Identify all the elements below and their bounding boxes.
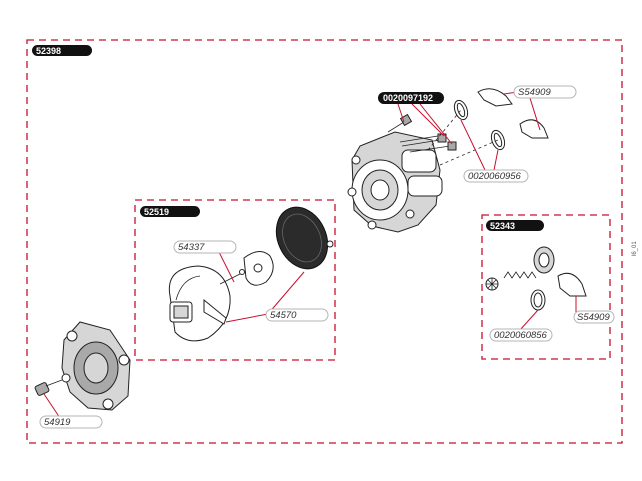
plate-part xyxy=(243,251,274,286)
callout-oring-valve: 0020060856 xyxy=(489,328,553,342)
group-frame-52343 xyxy=(481,214,611,360)
valve-clip-part xyxy=(557,272,587,297)
top-clips-part xyxy=(477,88,549,139)
callout-clip-valve: S54909 xyxy=(573,310,615,324)
callout-diaphragm-parts-label: 54570 xyxy=(270,310,297,321)
callout-oring-valve-label: 0020060856 xyxy=(494,330,548,341)
callout-oring-top: 0020060956 xyxy=(463,169,529,183)
diaphragm-cover-part xyxy=(168,265,231,342)
callout-stem-label: 54337 xyxy=(178,242,205,253)
group-tag-valve-label: 52343 xyxy=(490,221,515,231)
side-code: l6_01 xyxy=(632,241,638,256)
group-tag-main-label: 52398 xyxy=(36,46,61,56)
callout-stem: 54337 xyxy=(173,240,237,254)
short-screw-part xyxy=(34,379,63,396)
callout-screw-bottom-label: 54919 xyxy=(44,417,71,428)
callout-diaphragm-parts: 54570 xyxy=(265,308,329,322)
callout-clip-valve-label: S54909 xyxy=(577,312,610,323)
group-frame-52398 xyxy=(26,39,623,444)
callout-oring-top-label: 0020060956 xyxy=(468,171,522,182)
group-tag-diaphragm-label: 52519 xyxy=(144,207,169,217)
group-tag-diaphragm: 52519 xyxy=(140,206,200,217)
group-frame-52519 xyxy=(134,199,336,361)
callout-screw-bottom: 54919 xyxy=(39,415,103,429)
callout-clip-top: S54909 xyxy=(513,85,577,99)
long-screws-part xyxy=(387,113,457,153)
spring-part xyxy=(503,271,537,279)
pump-housing-part xyxy=(61,321,131,411)
group-tag-main: 52398 xyxy=(32,45,92,56)
top-orings-part xyxy=(453,99,506,151)
group-tag-valve: 52343 xyxy=(486,220,544,231)
callout-clip-top-label: S54909 xyxy=(518,87,551,98)
valve-oring-part xyxy=(530,289,546,311)
star-washer-part xyxy=(485,277,499,291)
valve-cap-part xyxy=(533,246,555,274)
callout-screws-label: 0020097192 xyxy=(383,93,433,103)
stem-pin-part xyxy=(219,269,245,285)
diaphragm-membrane-part xyxy=(275,206,334,270)
valve-body-part xyxy=(347,131,443,233)
callout-screws: 0020097192 xyxy=(378,92,444,104)
